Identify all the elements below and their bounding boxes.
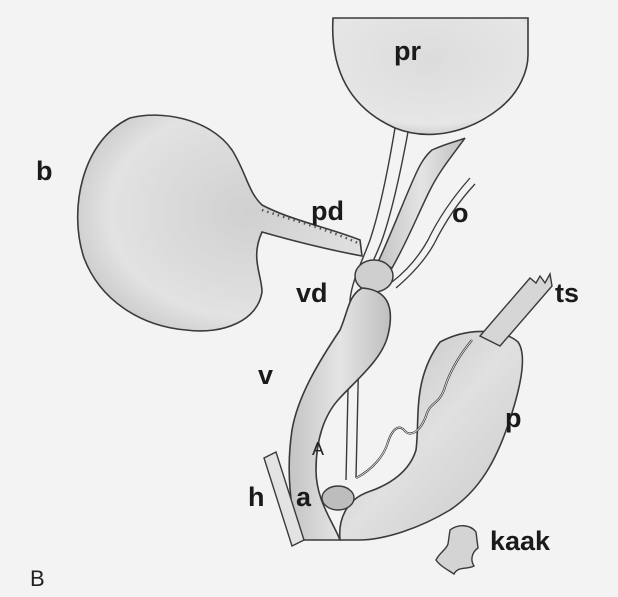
label-vd: vd <box>296 280 328 307</box>
label-o: o <box>452 200 469 227</box>
label-b: b <box>36 158 53 185</box>
label-ts: ts <box>555 280 579 307</box>
organ-a <box>322 486 354 510</box>
label-A: A <box>312 440 324 458</box>
label-pr: pr <box>394 38 421 65</box>
label-kaak: kaak <box>490 528 550 555</box>
label-pd: pd <box>311 198 344 225</box>
junction-bulb <box>355 260 393 292</box>
label-p: p <box>505 405 522 432</box>
label-h: h <box>248 484 265 511</box>
label-a: a <box>296 484 311 511</box>
panel-letter: B <box>30 568 45 590</box>
label-v: v <box>258 362 273 389</box>
